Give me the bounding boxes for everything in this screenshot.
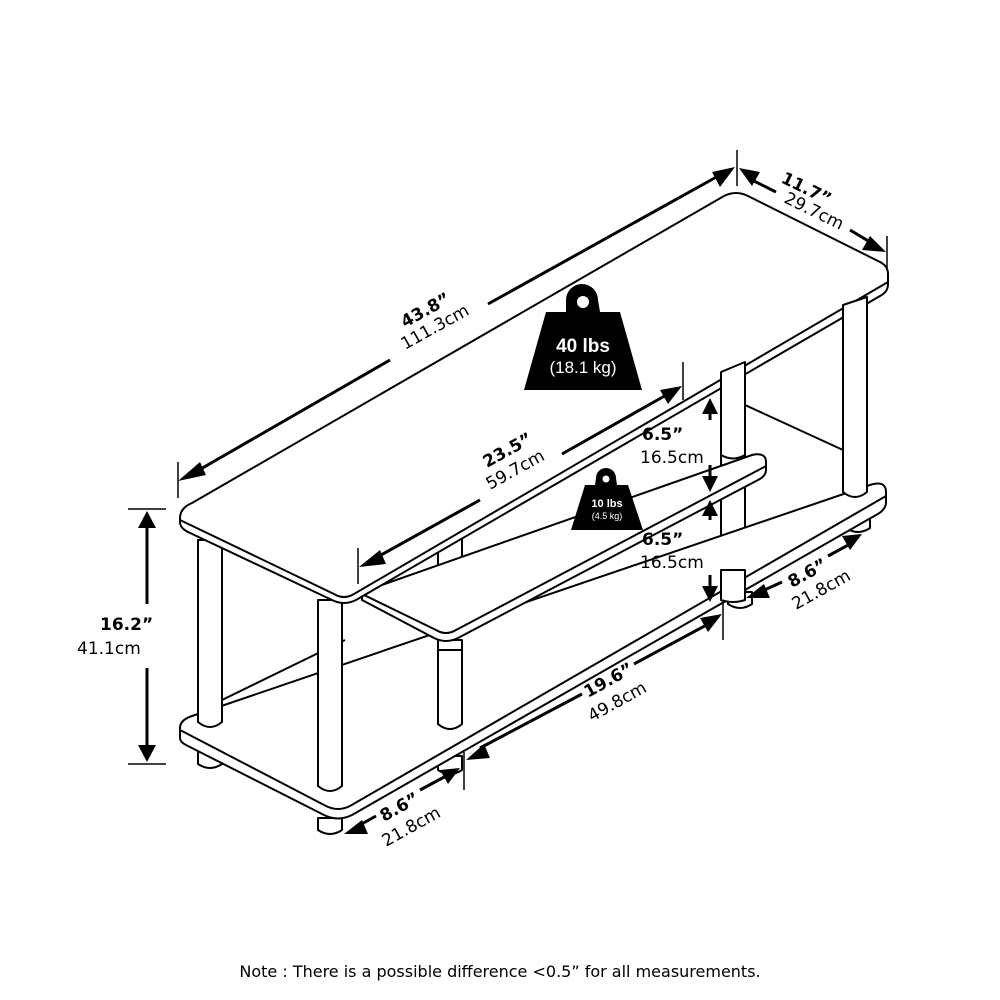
- svg-text:16.5cm: 16.5cm: [640, 448, 704, 468]
- front-upper-posts: [720, 296, 868, 498]
- svg-text:16.2”: 16.2”: [100, 615, 153, 635]
- svg-text:41.1cm: 41.1cm: [77, 639, 141, 659]
- weight-icon-top: 40 lbs (18.1 kg): [524, 284, 642, 390]
- dimension-upper-clearance: 6.5” 16.5cm: [640, 398, 718, 492]
- dimension-top-length: 43.8” 111.3cm: [177, 150, 738, 498]
- svg-text:6.5”: 6.5”: [642, 530, 683, 550]
- measurement-note: Note : There is a possible difference <0…: [239, 962, 761, 981]
- svg-text:(4.5 kg): (4.5 kg): [592, 511, 623, 521]
- middle-shelf: [361, 453, 767, 730]
- svg-text:(18.1 kg): (18.1 kg): [549, 358, 616, 377]
- svg-text:6.5”: 6.5”: [642, 425, 683, 445]
- back-brace-right: [744, 404, 844, 451]
- svg-text:10 lbs: 10 lbs: [591, 498, 622, 510]
- dimension-lower-clearance: 6.5” 16.5cm: [640, 500, 718, 602]
- svg-text:40 lbs: 40 lbs: [556, 336, 610, 357]
- dimension-height: 16.2” 41.1cm: [77, 508, 166, 765]
- top-shelf: [179, 192, 889, 604]
- svg-text:16.5cm: 16.5cm: [640, 553, 704, 573]
- weight-icon-middle: 10 lbs (4.5 kg): [571, 468, 643, 530]
